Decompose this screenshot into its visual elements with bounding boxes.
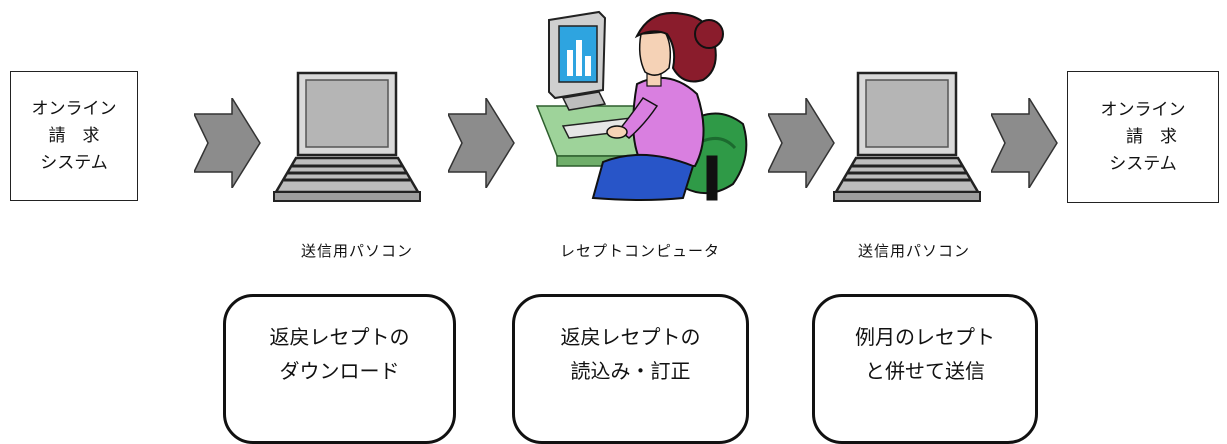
- system-label-line: オンライン: [1100, 99, 1186, 120]
- person-at-computer-icon: [535, 10, 748, 201]
- step-text-line: 読込み・訂正: [570, 359, 691, 383]
- step-text-line: ダウンロード: [279, 359, 400, 383]
- arrow-right-icon: [991, 98, 1058, 188]
- step-import-correct: 返戻レセプトの 読込み・訂正: [512, 294, 749, 444]
- step-text-line: 返戻レセプトの: [560, 325, 701, 349]
- step-text-line: 返戻レセプトの: [269, 325, 410, 349]
- arrow-right-icon: [194, 98, 261, 188]
- system-label-line: システム: [40, 152, 108, 173]
- system-label-line: システム: [1109, 153, 1177, 174]
- step-send-with-monthly: 例月のレセプト と併せて送信: [812, 294, 1038, 444]
- step-text-line: と併せて送信: [865, 359, 985, 383]
- laptop-icon: [273, 71, 421, 202]
- arrow-right-icon: [448, 98, 515, 188]
- online-billing-system-right: オンライン 請 求 システム: [1067, 71, 1219, 203]
- caption-sending-pc: 送信用パソコン: [300, 242, 413, 260]
- online-billing-system-left: オンライン 請 求 システム: [10, 71, 138, 201]
- step-download-returned: 返戻レセプトの ダウンロード: [223, 294, 456, 444]
- system-label-line: 請 求: [48, 125, 100, 146]
- caption-receipt-computer: レセプトコンピュータ: [559, 242, 720, 260]
- laptop-icon: [833, 71, 981, 202]
- system-label-line: オンライン: [31, 98, 117, 119]
- step-text-line: 例月のレセプト: [855, 325, 995, 349]
- arrow-right-icon: [768, 98, 835, 188]
- system-label-line: 請 求: [1109, 126, 1177, 147]
- caption-sending-pc: 送信用パソコン: [857, 242, 970, 260]
